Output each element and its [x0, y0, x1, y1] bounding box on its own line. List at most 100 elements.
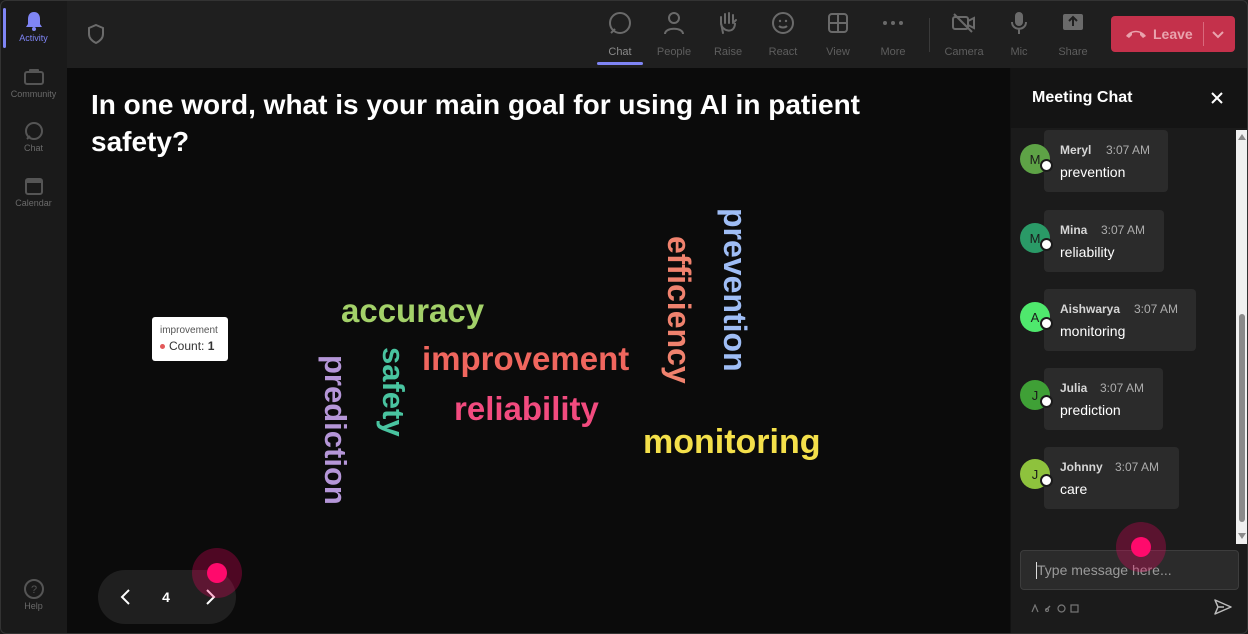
status-indicator [1040, 474, 1053, 487]
scroll-up-arrow-icon[interactable] [1238, 134, 1246, 140]
rail-item-calendar[interactable]: Calendar [0, 175, 67, 225]
sender-name: Meryl [1060, 143, 1092, 157]
people-button[interactable]: People [649, 10, 699, 60]
chevron-right-icon [206, 589, 216, 605]
chat-format-toolbar [1031, 604, 1079, 613]
leave-button[interactable]: Leave [1111, 16, 1235, 52]
scrollbar-thumb[interactable] [1239, 314, 1245, 522]
tooltip-count-label: Count: [169, 339, 205, 353]
share-button-label: Share [1058, 46, 1088, 58]
react-button-label: React [768, 46, 798, 58]
person-icon [661, 10, 687, 36]
scroll-down-arrow-icon[interactable] [1238, 533, 1246, 539]
view-button[interactable]: View [813, 10, 863, 60]
previous-slide-button[interactable] [116, 587, 136, 607]
avatar: M [1020, 144, 1053, 174]
message-time: 3:07 AM [1115, 460, 1160, 474]
close-icon[interactable] [1209, 90, 1225, 106]
sender-name: Mina [1060, 223, 1088, 237]
emoji-picker-icon[interactable] [1057, 604, 1066, 613]
message-time: 3:07 AM [1100, 381, 1145, 395]
camera-off-icon [951, 10, 977, 36]
chat-button-label: Chat [608, 46, 632, 58]
react-button[interactable]: React [758, 10, 808, 60]
word-count-tooltip: improvement Count: 1 [152, 317, 228, 361]
message-text: prediction [1060, 402, 1121, 418]
more-button[interactable]: More [868, 10, 918, 60]
rail-label-help: Help [24, 601, 43, 611]
word-monitoring[interactable]: monitoring [643, 423, 821, 461]
tooltip-word: improvement [160, 325, 218, 336]
tooltip-count-value: 1 [207, 339, 215, 353]
share-button[interactable]: Share [1048, 10, 1098, 60]
status-indicator [1040, 159, 1053, 172]
raise-button[interactable]: Raise [703, 10, 753, 60]
message-time: 3:07 AM [1101, 223, 1146, 237]
chevron-down-icon[interactable] [1211, 27, 1225, 46]
toolbar-divider [929, 18, 930, 52]
share-screen-icon [1060, 10, 1086, 36]
status-indicator [1040, 395, 1053, 408]
mic-button[interactable]: Mic [994, 10, 1044, 60]
rail-item-chat[interactable]: Chat [0, 120, 67, 170]
more-button-label: More [880, 46, 906, 58]
message-bubble: Aishwarya 3:07 AM monitoring [1044, 289, 1196, 351]
view-button-label: View [826, 46, 850, 58]
chat-scrollbar[interactable] [1236, 130, 1248, 544]
word-accuracy[interactable]: accuracy [341, 292, 485, 329]
grid-view-icon [825, 10, 851, 36]
chat-button[interactable]: Chat [595, 10, 645, 60]
sender-name: Johnny [1060, 460, 1103, 474]
microphone-icon [1006, 10, 1032, 36]
word-prediction[interactable]: prediction [318, 355, 353, 505]
avatar-initial: J [1031, 387, 1039, 403]
leave-divider [1203, 22, 1204, 46]
sender-name: Aishwarya [1060, 302, 1121, 316]
left-rail: Activity Community Chat Calendar ? Help [0, 0, 67, 634]
message-time: 3:07 AM [1134, 302, 1179, 316]
slide-number: 4 [162, 589, 170, 605]
send-icon[interactable] [1214, 598, 1232, 616]
rail-label-community: Community [10, 89, 57, 99]
poll-question: In one word, what is your main goal for … [91, 89, 861, 157]
avatar: M [1020, 223, 1053, 253]
help-icon: ? [23, 578, 45, 600]
rail-label-calendar: Calendar [15, 198, 52, 208]
format-icon[interactable] [1031, 604, 1040, 613]
rail-active-indicator [3, 8, 6, 48]
emoji-icon [770, 10, 796, 36]
people-button-label: People [656, 46, 692, 58]
meeting-chat-panel: Meeting Chat Meryl 3:07 AM prevention M [1010, 68, 1248, 634]
rail-item-help[interactable]: ? Help [0, 578, 67, 628]
status-indicator [1040, 317, 1053, 330]
word-safety[interactable]: safety [376, 347, 411, 437]
leave-button-label: Leave [1153, 26, 1193, 42]
calendar-icon [23, 175, 45, 197]
meeting-toolbar: Chat People Raise React View [67, 0, 1248, 68]
word-reliability[interactable]: reliability [454, 390, 599, 427]
sender-name: Julia [1060, 381, 1088, 395]
rail-item-community[interactable]: Community [0, 66, 67, 116]
word-efficiency[interactable]: efficiency [661, 236, 697, 384]
shield-icon [87, 23, 105, 49]
cursor-dot [1131, 537, 1151, 557]
chat-title: Meeting Chat [1032, 89, 1133, 106]
next-slide-button[interactable] [200, 587, 220, 607]
chat-message-input[interactable] [1020, 550, 1239, 590]
word-prevention[interactable]: prevention [717, 208, 753, 372]
avatar: J [1020, 459, 1053, 489]
camera-button[interactable]: Camera [939, 10, 989, 60]
rail-item-activity[interactable]: Activity [0, 10, 67, 60]
rail-label-chat: Chat [23, 143, 43, 153]
chevron-left-icon [120, 589, 130, 605]
attach-icon[interactable] [1044, 604, 1053, 613]
bell-icon [23, 10, 45, 32]
message-text: reliability [1060, 244, 1115, 260]
avatar-initial: J [1031, 466, 1039, 482]
chat-active-underline [597, 62, 643, 65]
gif-icon[interactable] [1070, 604, 1079, 613]
word-improvement[interactable]: improvement [422, 340, 630, 377]
svg-text:?: ? [30, 584, 36, 596]
chat-icon [23, 120, 45, 142]
